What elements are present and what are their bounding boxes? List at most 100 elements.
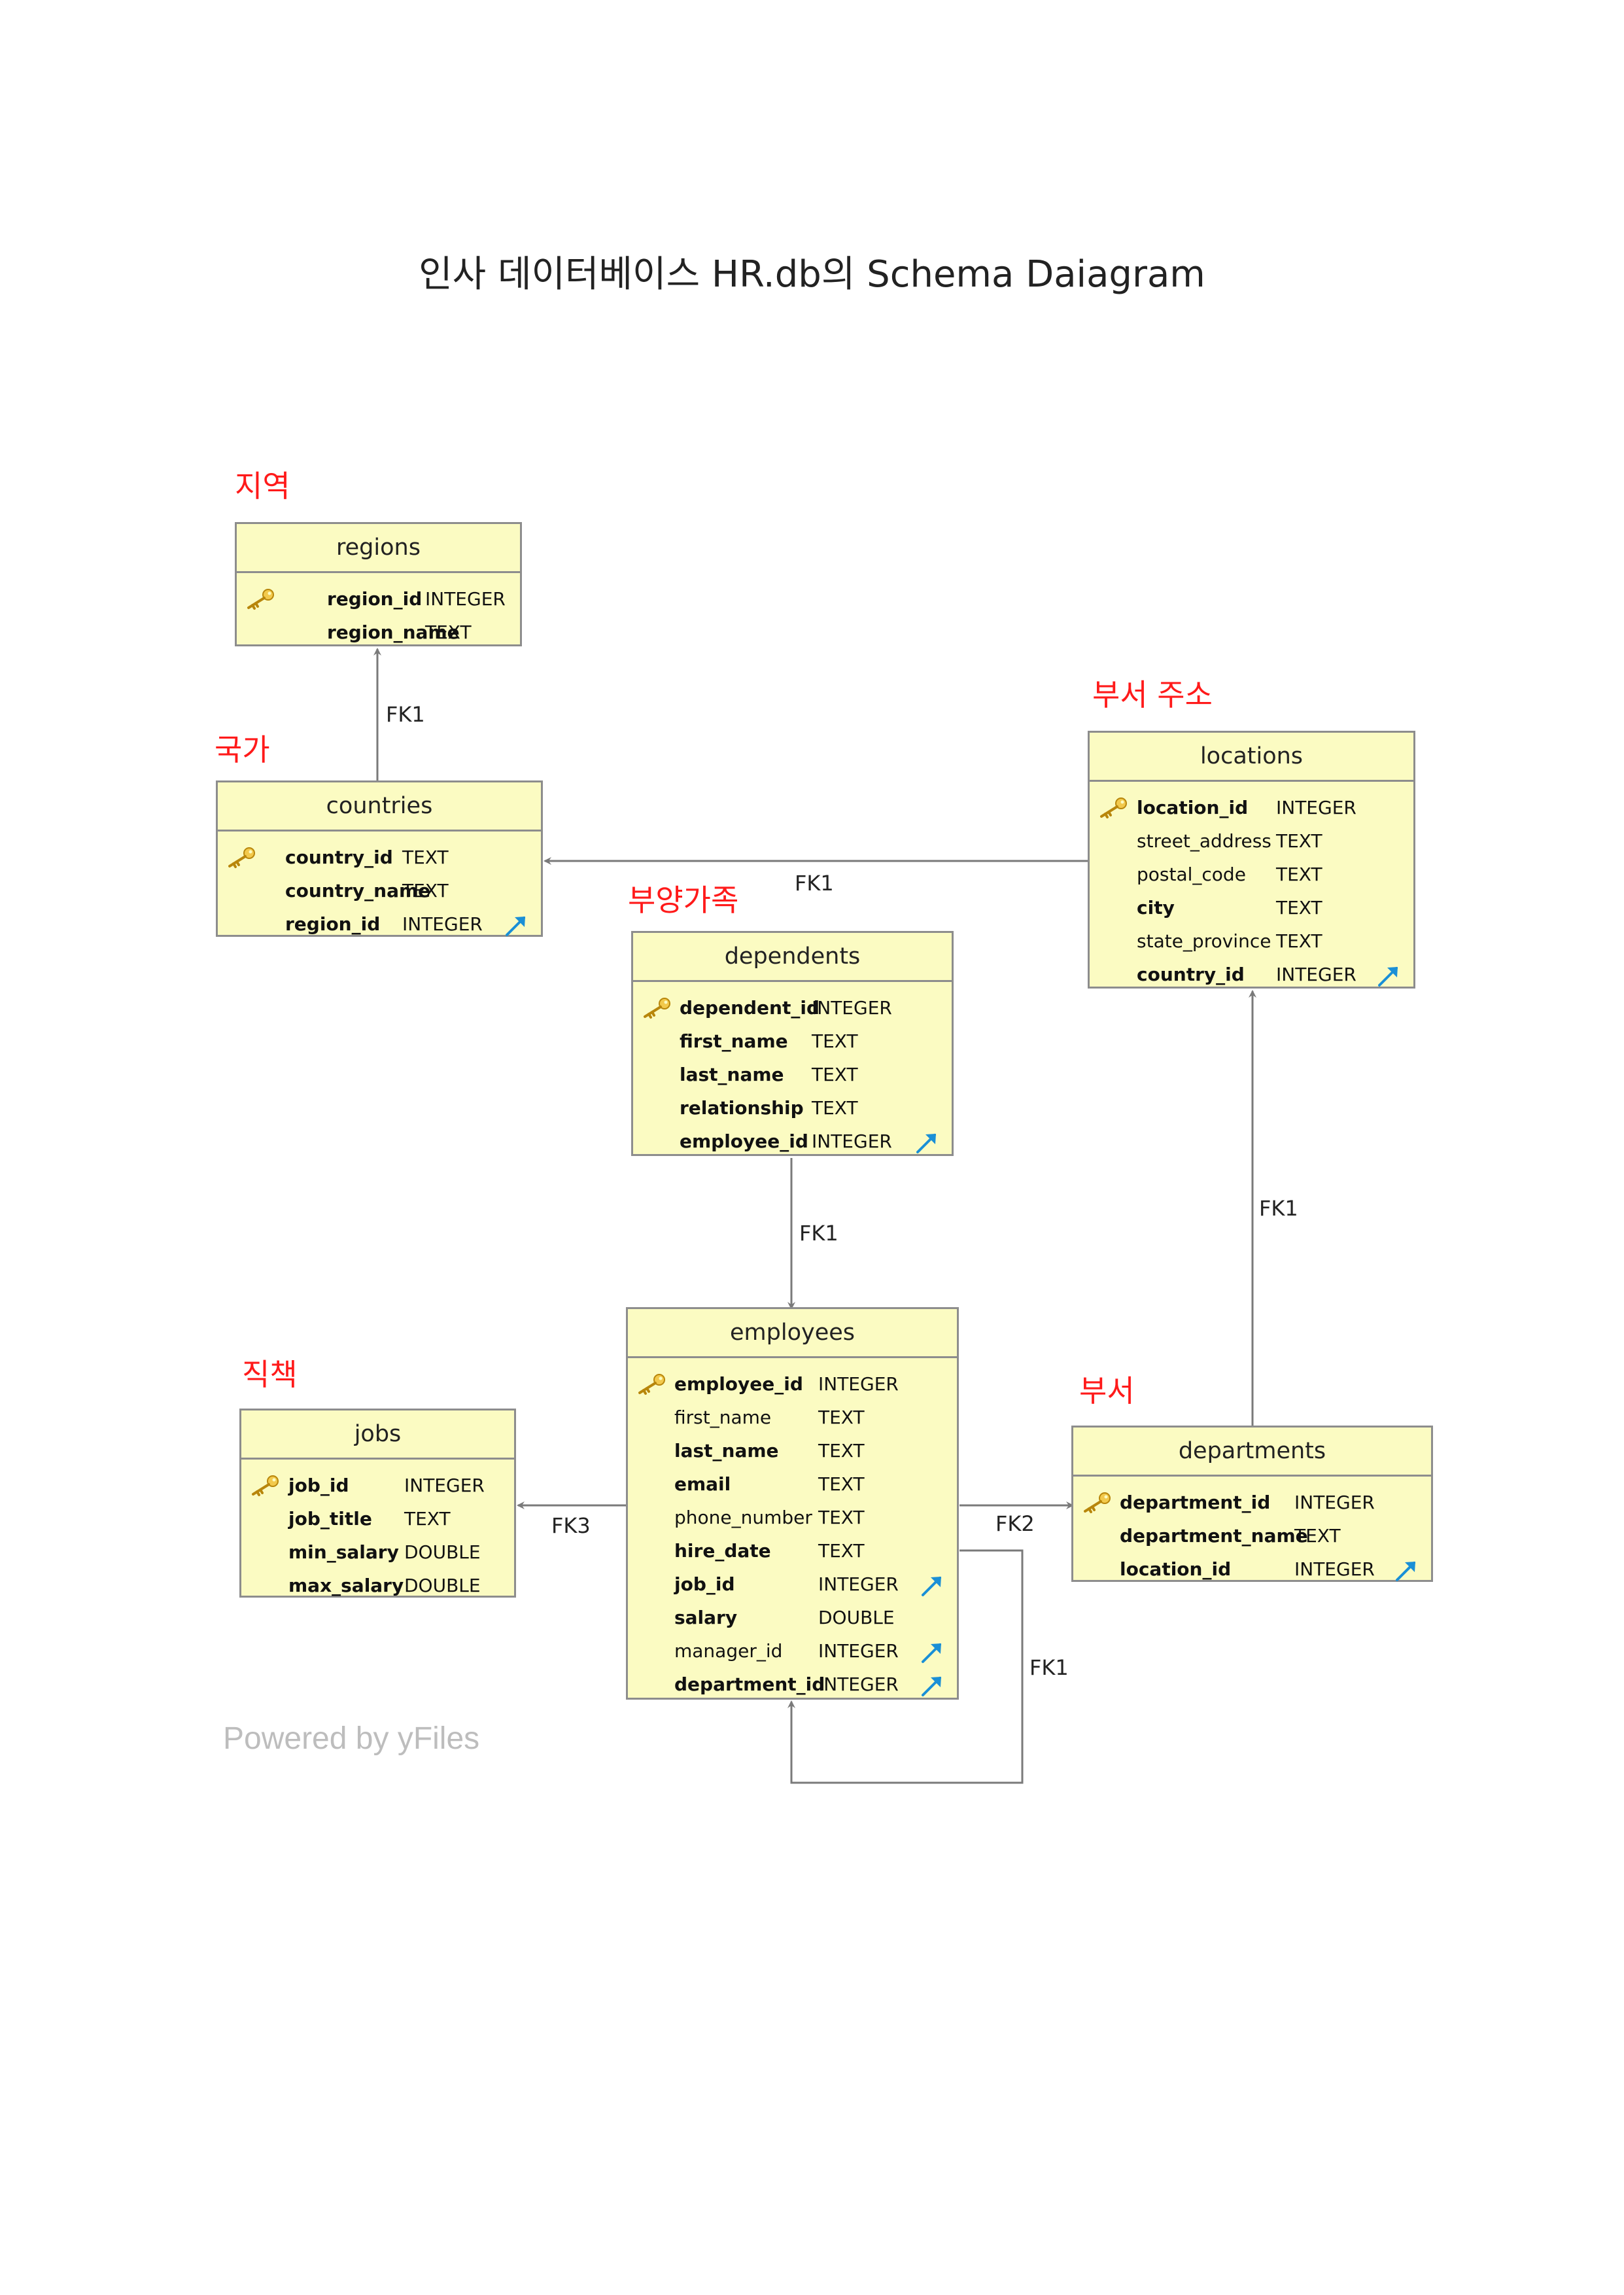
primary-key-icon (247, 589, 274, 610)
label-dependents-kr: 부양가족 (628, 883, 739, 918)
column-type: TEXT (812, 1030, 858, 1052)
label-departments-kr: 부서 (1079, 1373, 1135, 1409)
fk-label-departments-locations: FK1 (1259, 1196, 1298, 1221)
column-type: DOUBLE (818, 1607, 895, 1628)
column-row[interactable]: last_name TEXT (628, 1434, 957, 1467)
column-name: region_name (327, 622, 460, 643)
column-type: TEXT (1276, 897, 1322, 919)
column-name: first_name (680, 1030, 788, 1052)
primary-key-icon (252, 1475, 279, 1496)
primary-key-icon (638, 1374, 665, 1395)
table-header: jobs (241, 1410, 514, 1460)
column-name: email (674, 1473, 731, 1495)
column-type: TEXT (818, 1440, 865, 1462)
fk-label-countries-regions: FK1 (386, 702, 425, 727)
foreign-key-icon (916, 1134, 936, 1153)
column-type: TEXT (818, 1540, 865, 1562)
column-row[interactable]: manager_id INTEGER (628, 1634, 957, 1668)
column-row[interactable]: job_id INTEGER (241, 1469, 514, 1502)
column-name: location_id (1137, 797, 1249, 818)
column-type: TEXT (425, 622, 472, 643)
column-name: job_id (288, 1475, 349, 1496)
column-row[interactable]: hire_date TEXT (628, 1534, 957, 1568)
column-row[interactable]: first_name TEXT (633, 1025, 952, 1058)
column-name: first_name (674, 1407, 772, 1428)
primary-key-icon (1100, 797, 1127, 818)
column-name: phone_number (674, 1507, 812, 1528)
label-locations-kr: 부서 주소 (1092, 677, 1213, 712)
column-type: TEXT (1276, 830, 1322, 852)
column-name: country_id (1137, 964, 1245, 985)
column-type: INTEGER (1276, 964, 1356, 985)
column-type: TEXT (812, 1064, 858, 1085)
column-type: INTEGER (404, 1475, 485, 1496)
column-type: INTEGER (818, 1673, 899, 1695)
column-name: relationship (680, 1097, 804, 1119)
primary-key-icon (228, 847, 255, 868)
column-type: INTEGER (1294, 1558, 1375, 1580)
fk-label-locations-countries: FK1 (795, 871, 834, 896)
column-name: salary (674, 1607, 738, 1628)
label-jobs-kr: 직책 (242, 1357, 298, 1392)
primary-key-icon (644, 998, 670, 1019)
column-name: hire_date (674, 1540, 771, 1562)
column-type: INTEGER (818, 1640, 899, 1662)
column-type: INTEGER (1294, 1492, 1375, 1513)
column-type: TEXT (1294, 1525, 1341, 1547)
column-type: TEXT (402, 880, 449, 902)
column-name: state_province (1137, 930, 1271, 952)
column-name: job_title (288, 1508, 372, 1530)
column-type: DOUBLE (404, 1575, 481, 1596)
column-row[interactable]: country_id INTEGER (1090, 958, 1413, 991)
column-name: last_name (674, 1440, 779, 1462)
column-name: manager_id (674, 1640, 783, 1662)
column-name: country_name (285, 880, 431, 902)
column-name: dependent_id (680, 997, 820, 1019)
diagram-title: 인사 데이터베이스 HR.db의 Schema Daiagram (419, 253, 1205, 296)
edge-employees-self (787, 1549, 1024, 1784)
foreign-key-icon (506, 917, 525, 936)
fk-label-employees-departments: FK2 (995, 1511, 1035, 1536)
foreign-key-icon (922, 1643, 941, 1663)
column-row[interactable]: salary DOUBLE (628, 1601, 957, 1634)
column-name: region_id (327, 588, 423, 610)
